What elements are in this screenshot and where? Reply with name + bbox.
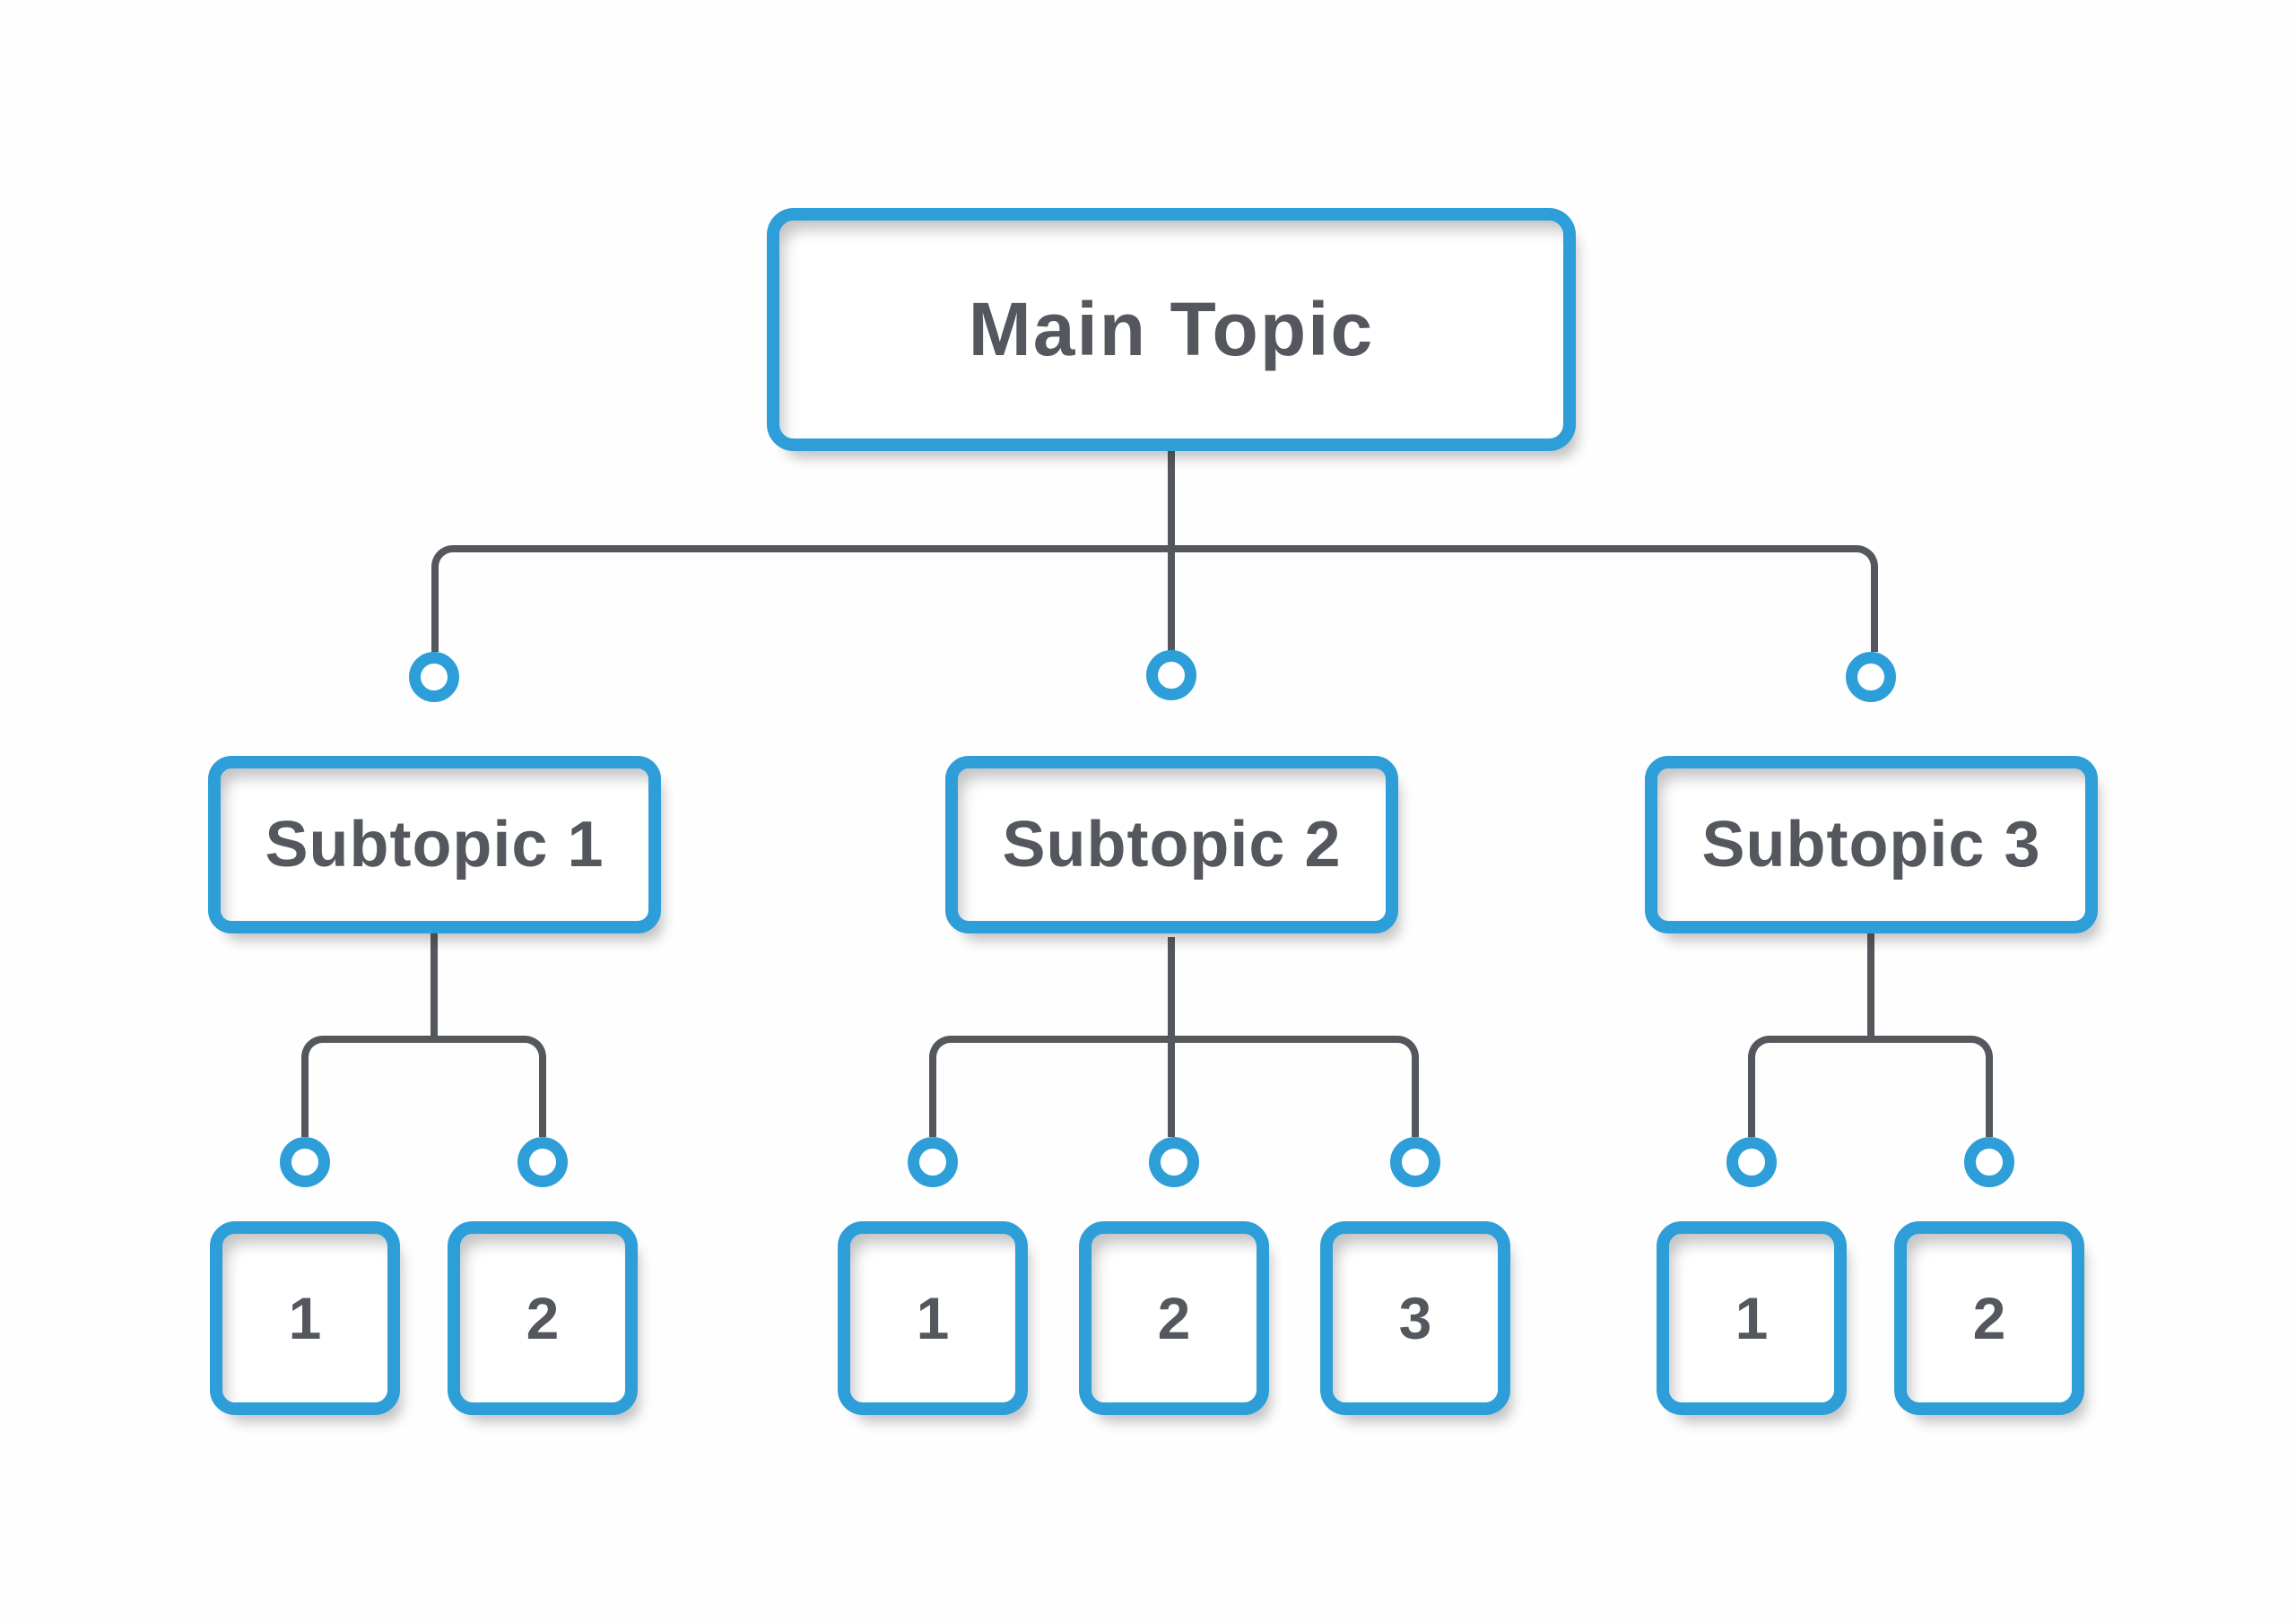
connector-subtopic1-bracket [301, 1036, 546, 1137]
connector-root-bracket [431, 545, 1878, 652]
connector-subtopic1-stem [430, 933, 438, 1043]
subtopic-3-child-2-node: 2 [1894, 1221, 2084, 1415]
subtopic-2-child-3-node: 3 [1320, 1221, 1510, 1415]
subtopic-2-node: Subtopic 2 [945, 756, 1398, 933]
subtopic-3-child-1-node: 1 [1657, 1221, 1847, 1415]
main-topic-node: Main Topic [767, 208, 1576, 451]
subtopic-2-child-1-node: 1 [838, 1221, 1028, 1415]
connector-dot-icon [1390, 1137, 1440, 1187]
connector-subtopic3-bracket [1748, 1036, 1993, 1137]
connector-dot-icon [1726, 1137, 1777, 1187]
connector-dot-icon [1146, 650, 1196, 700]
subtopic-1-node: Subtopic 1 [208, 756, 661, 933]
connector-subtopic2-bracket [929, 1036, 1419, 1137]
connector-dot-icon [1964, 1137, 2014, 1187]
connector-dot-icon [908, 1137, 958, 1187]
subtopic-3-node: Subtopic 3 [1645, 756, 2098, 933]
subtopic-1-child-1-node: 1 [210, 1221, 400, 1415]
connector-dot-icon [280, 1137, 330, 1187]
subtopic-2-child-2-node: 2 [1079, 1221, 1269, 1415]
connector-dot-icon [517, 1137, 568, 1187]
connector-dot-icon [1149, 1137, 1199, 1187]
connector-dot-icon [1846, 652, 1896, 702]
connector-dot-icon [409, 652, 459, 702]
subtopic-1-child-2-node: 2 [448, 1221, 638, 1415]
connector-subtopic3-stem [1867, 926, 1874, 1043]
